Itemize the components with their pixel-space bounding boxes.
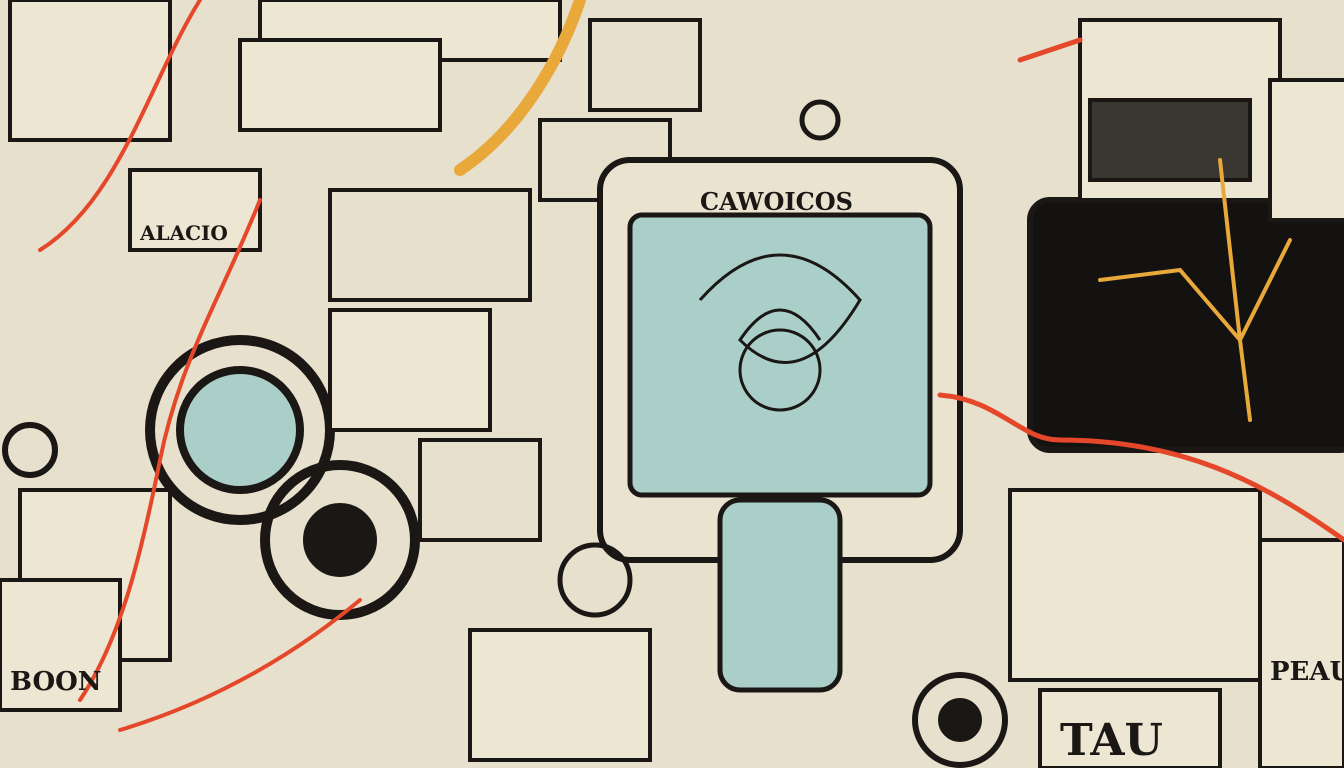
panel-left-mid <box>128 168 262 252</box>
wire-yellow <box>454 0 586 176</box>
bottom-center-label: TAU <box>1060 715 1163 766</box>
right-dark-screen <box>1027 197 1344 453</box>
bottom-left-label: BOON <box>10 667 102 697</box>
panel-top-left <box>8 0 172 142</box>
left-panel-label: ALACIO <box>139 221 228 245</box>
device-title: CAWOICOS <box>700 187 853 216</box>
wire-orange-right <box>937 392 1344 543</box>
wire-orange-left <box>38 0 262 702</box>
bottom-right-label: PEAU <box>1270 657 1344 687</box>
central-device-screen <box>627 212 933 498</box>
